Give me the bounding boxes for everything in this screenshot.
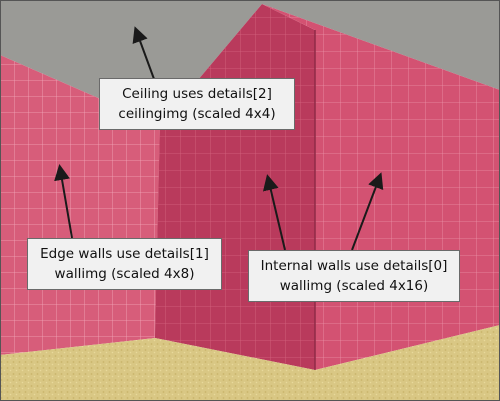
internal-arrow-right (351, 172, 384, 251)
edge-callout-line1: Edge walls use details[1] (40, 246, 209, 262)
internal-arrow-left (262, 174, 286, 251)
ceiling-callout: Ceiling uses details[2] ceilingimg (scal… (99, 78, 295, 130)
edge-arrow (54, 164, 73, 239)
ceiling-callout-line1: Ceiling uses details[2] (122, 86, 272, 102)
internal-callout-line1: Internal walls use details[0] (260, 258, 448, 274)
ceiling-arrow (132, 26, 155, 80)
floor-surface (0, 325, 500, 401)
ceiling-callout-line2: ceilingimg (scaled 4x4) (118, 106, 276, 122)
edge-walls-callout: Edge walls use details[1] wallimg (scale… (27, 238, 222, 290)
internal-callout-line2: wallimg (scaled 4x16) (279, 278, 429, 294)
edge-callout-line2: wallimg (scaled 4x8) (54, 266, 195, 282)
internal-walls-callout: Internal walls use details[0] wallimg (s… (248, 250, 460, 302)
